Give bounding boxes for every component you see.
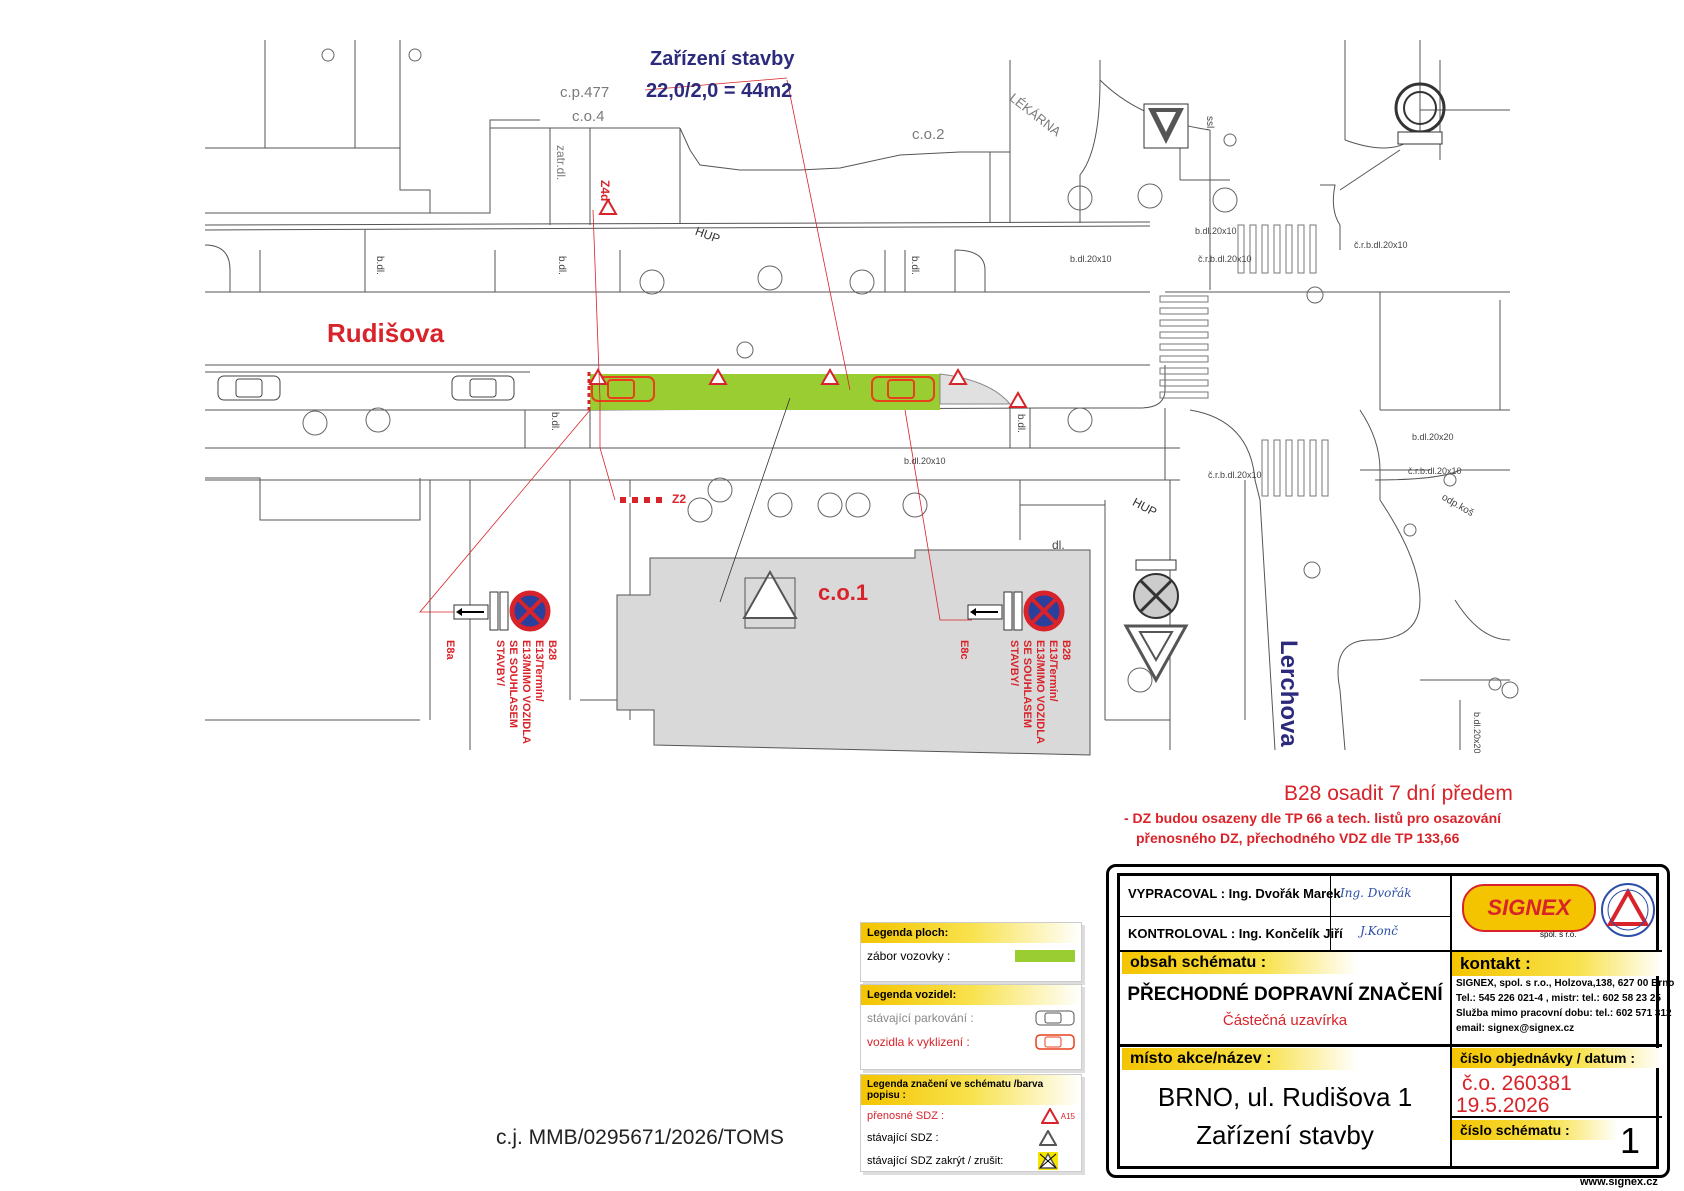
legend-area: Legenda ploch: zábor vozovky : (860, 922, 1082, 982)
legend-area-title: Legenda ploch: (861, 923, 1081, 943)
label-dl: dl. (1052, 538, 1065, 552)
contact-head: kontakt : (1452, 952, 1662, 976)
sign-right-e13-3: SE SOUHLASEM (1021, 640, 1033, 729)
sign-left-b28: B28 (546, 640, 558, 661)
signature-2: J.Konč (1360, 924, 1399, 938)
sign-z2: Z2 (672, 492, 687, 506)
car-remove-icon (1035, 1034, 1075, 1050)
sign-right-e13-4: STAVBY/ (1008, 640, 1020, 687)
zabor-area (590, 374, 940, 410)
label-co1: c.o.1 (818, 580, 869, 605)
building-co1 (616, 549, 1091, 756)
site-area: 22,0/2,0 = 44m2 (646, 80, 793, 102)
place-line-1: BRNO, ul. Rudišova 1 (1157, 1082, 1413, 1112)
label-crb-2: č.r.b.dl.20x10 (1408, 466, 1462, 476)
legend-area-swatch (1015, 950, 1075, 962)
contact-line-3: Služba mimo pracovní dobu: tel.: 602 571… (1456, 1008, 1672, 1019)
sign-left-e13-2: E13/MIMO VOZIDLA (520, 640, 532, 744)
legend-signs: Legenda značení ve schématu /barva popis… (860, 1074, 1082, 1172)
prepared-name: : Ing. Dvořák Marek (1220, 886, 1341, 901)
legend-vehicles: Legenda vozidel: stávající parkování : v… (860, 984, 1082, 1070)
label-ssl: ssl. (1204, 116, 1215, 131)
label-bdl20-2: b.dl.20x10 (904, 456, 946, 466)
sign-left-e13-1: E13/Termín/ (533, 640, 545, 702)
sign-right-b28: B28 (1060, 640, 1072, 661)
legend-area-item: zábor vozovky : (867, 949, 951, 963)
warning-triangle-icon (1040, 1108, 1059, 1124)
existing-sign-icon (1039, 1130, 1057, 1146)
legend-vehicles-remove: vozidla k vyklizení : (867, 1035, 970, 1049)
content-subtitle: Částečná uzavírka (1222, 1012, 1348, 1029)
contact-info: SIGNEX, spol. s r.o., Holzova,138, 627 0… (1456, 976, 1674, 1036)
sign-left-e8: E8a (444, 640, 456, 660)
label-cp477: c.p.477 (560, 84, 610, 101)
legend-signs-existing: stávající SDZ : (867, 1132, 939, 1144)
reference-number: c.j. MMB/0295671/2026/TOMS (496, 1126, 784, 1149)
legend-signs-portable-code: A15 (1060, 1111, 1075, 1121)
content-title: PŘECHODNÉ DOPRAVNÍ ZNAČENÍ (1127, 984, 1443, 1005)
signex-logo: SIGNEX (1462, 884, 1596, 932)
sign-right-e13-2: E13/MIMO VOZIDLA (1034, 640, 1046, 744)
checked-name: : Ing. Končelík Jiří (1230, 926, 1343, 941)
car-existing-icon (1035, 1010, 1075, 1026)
title-block-frame: VYPRACOVAL : Ing. Dvořák Marek KONTROLOV… (1117, 873, 1674, 1169)
legend-vehicles-title: Legenda vozidel: (861, 985, 1081, 1005)
title-block: VYPRACOVAL : Ing. Dvořák Marek KONTROLOV… (1106, 864, 1674, 1178)
signex-logo-text: SIGNEX (1487, 895, 1571, 920)
legend-signs-title: Legenda značení ve schématu /barva popis… (861, 1075, 1081, 1105)
prepared-row: VYPRACOVAL : Ing. Dvořák Marek (1128, 886, 1341, 901)
note-line2: přenosného DZ, přechodného VDZ dle TP 13… (1136, 830, 1460, 846)
label-bdl-5: b.dl. (1015, 414, 1026, 433)
label-bdl-3: b.dl. (909, 256, 920, 275)
label-bdl20-5: b.dl.20x20 (1472, 712, 1482, 754)
street-lerchova: Lerchova (1275, 640, 1302, 747)
contact-line-2: Tel.: 545 226 021-4 , mistr: tel.: 602 5… (1456, 993, 1661, 1004)
sign-z4d: Z4d (598, 180, 612, 202)
label-zatr: zatr.dl. (554, 145, 568, 181)
order-date: 19.5.2026 (1456, 1094, 1550, 1117)
site-title: Zařízení stavby (650, 48, 795, 70)
signature-1: Ing. Dvořák (1340, 886, 1412, 900)
note-b28: B28 osadit 7 dní předem (1284, 782, 1513, 805)
order-head: číslo objednávky / datum : (1452, 1048, 1662, 1068)
label-co2: c.o.2 (912, 126, 945, 143)
legend-signs-cancel: stávající SDZ zakrýt / zrušit: (867, 1155, 1004, 1167)
contact-line-1: SIGNEX, spol. s r.o., Holzova,138, 627 0… (1456, 978, 1675, 989)
association-logo-icon (1601, 883, 1655, 937)
label-bdl-1: b.dl. (374, 256, 385, 275)
checked-row: KONTROLOVAL : Ing. Končelík Jiří (1128, 926, 1343, 941)
content-head: obsah schématu : (1122, 952, 1358, 974)
note-line1: - DZ budou osazeny dle TP 66 a tech. lis… (1124, 810, 1502, 826)
legend-vehicles-existing: stávající parkování : (867, 1011, 974, 1025)
label-crb-3: č.r.b.dl.20x10 (1354, 240, 1408, 250)
cancel-sign-icon (1038, 1152, 1058, 1170)
label-bdl20-4: b.dl.20x20 (1412, 432, 1454, 442)
place-head: místo akce/název : (1122, 1048, 1358, 1070)
place-line-2: Zařízení stavby (1196, 1120, 1374, 1150)
prepared-label: VYPRACOVAL (1128, 886, 1218, 901)
sign-right-text: B28 E13/Termín/ E13/MIMO VOZIDLA SE SOUH… (1007, 640, 1072, 744)
label-co4: c.o.4 (572, 108, 605, 125)
label-bdl-2: b.dl. (556, 256, 567, 275)
checked-label: KONTROLOVAL (1128, 926, 1228, 941)
label-crb-4: č.r.b.dl.20x10 (1198, 254, 1252, 264)
label-bdl20-1: b.dl.20x10 (1070, 254, 1112, 264)
label-bdl20-3: b.dl.20x10 (1195, 226, 1237, 236)
street-rudisova: Rudišova (327, 318, 445, 348)
legend-signs-portable: přenosné SDZ : (867, 1110, 945, 1122)
order-number: č.o. 260381 (1462, 1072, 1572, 1095)
sign-right-e8: E8c (958, 640, 970, 660)
label-crb-1: č.r.b.dl.20x10 (1208, 470, 1262, 480)
sign-right-e13-1: E13/Termín/ (1047, 640, 1059, 702)
sign-left-text: B28 E13/Termín/ E13/MIMO VOZIDLA SE SOUH… (493, 640, 558, 744)
website[interactable]: www.signex.cz (1580, 1176, 1658, 1188)
label-bdl-4: b.dl. (549, 412, 560, 431)
sign-left-e13-3: SE SOUHLASEM (507, 640, 519, 729)
contact-line-4: email: signex@signex.cz (1456, 1023, 1575, 1034)
scheme-head: číslo schématu : (1452, 1120, 1618, 1140)
signex-logo-sub: spol. s r.o. (1540, 930, 1577, 939)
sign-left-e13-4: STAVBY/ (494, 640, 506, 687)
scheme-number: 1 (1620, 1120, 1641, 1161)
